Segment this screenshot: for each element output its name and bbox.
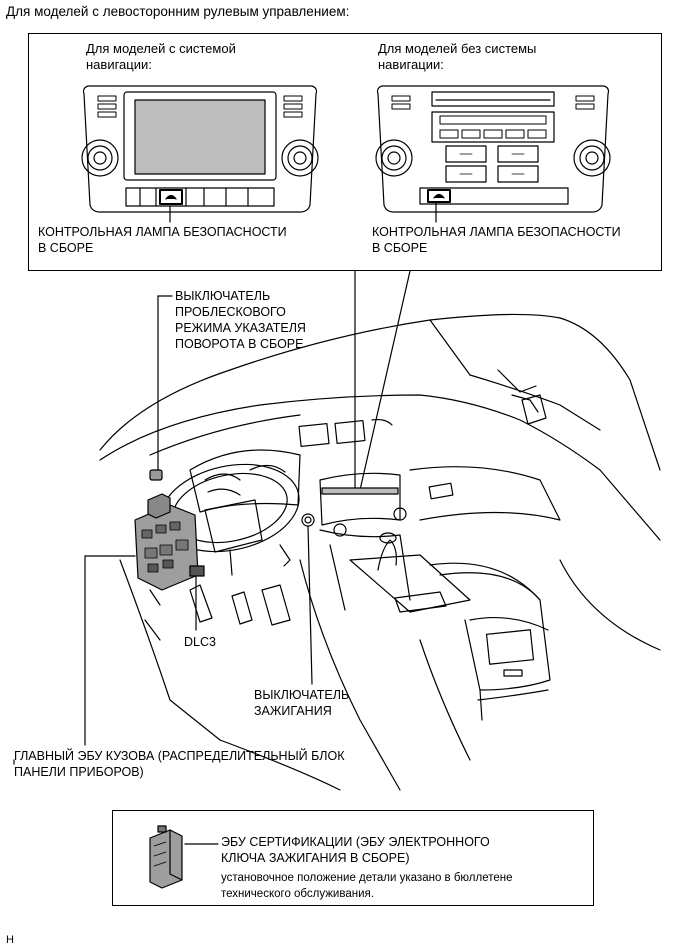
main-body-ecu-illustration [134,469,205,591]
security-indicator-label-nav: КОНТРОЛЬНАЯ ЛАМПА БЕЗОПАСНОСТИ В СБОРЕ [38,225,287,255]
certification-ecu-box [112,810,594,906]
hazard-switch-label: ВЫКЛЮЧАТЕЛЬ ПРОБЛЕСКОВОГО РЕЖИМА УКАЗАТЕ… [175,289,306,351]
certification-ecu-title: ЭБУ СЕРТИФИКАЦИИ (ЭБУ ЭЛЕКТРОННОГО КЛЮЧА… [221,835,490,865]
callout-leader-lines [13,295,313,765]
head-unit-without-nav [375,85,611,213]
ignition-switch-label: ВЫКЛЮЧАТЕЛЬ ЗАЖИГАНИЯ [254,688,350,718]
dlc3-label: DLC3 [184,635,216,649]
head-unit-panel [28,33,662,271]
figure-code: H [6,934,14,946]
certification-ecu-icon [149,825,219,889]
nav-models-heading: Для моделей с системой навигации: [86,41,236,72]
top-leader-lines [169,201,437,491]
no-nav-models-heading: Для моделей без системы навигации: [378,41,537,72]
page-title: Для моделей с левосторонним рулевым упра… [6,4,350,19]
certification-ecu-note: установочное положение детали указано в … [221,872,513,900]
head-unit-with-nav [81,85,319,213]
security-indicator-label-no-nav: КОНТРОЛЬНАЯ ЛАМПА БЕЗОПАСНОСТИ В СБОРЕ [372,225,621,255]
